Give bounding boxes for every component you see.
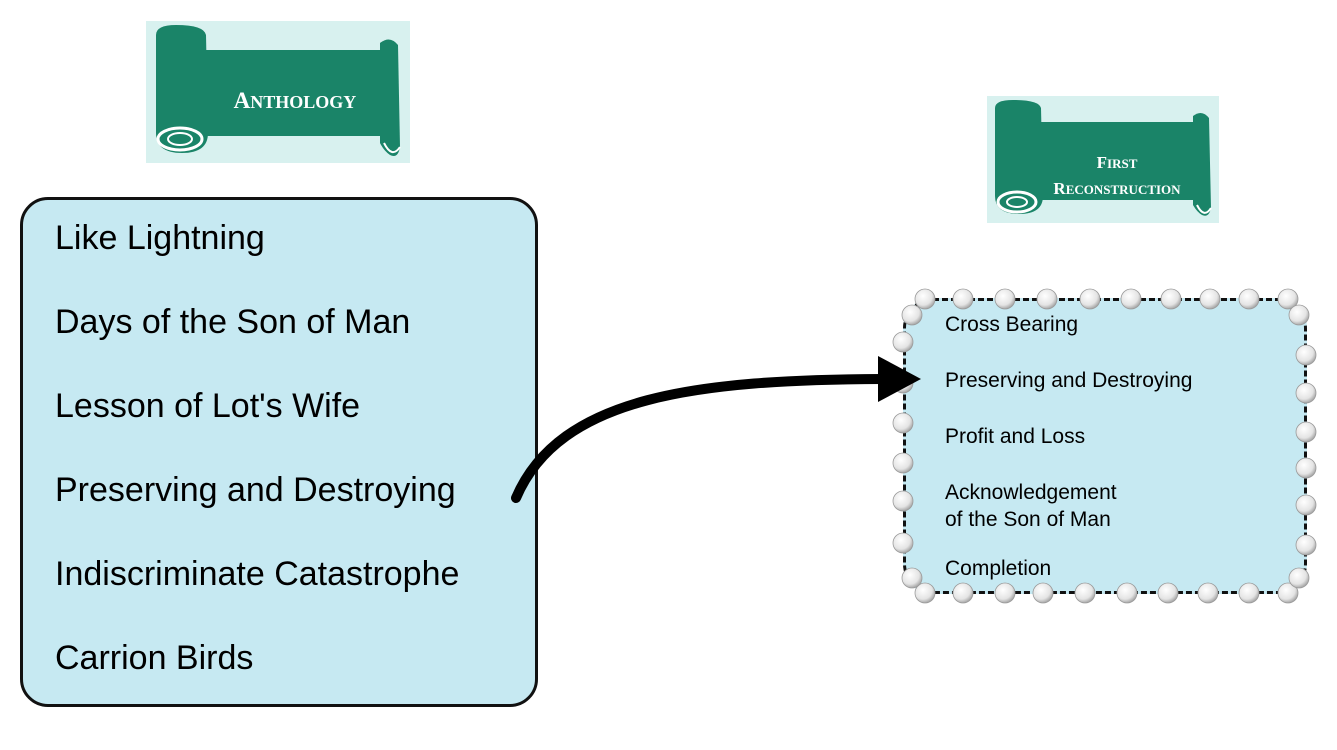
pearl-bead: [901, 304, 923, 326]
pearl-bead: [1116, 582, 1138, 604]
first-reconstruction-title-line1: FIRST: [1097, 153, 1138, 172]
pearl-bead: [1277, 288, 1299, 310]
pearl-bead: [1295, 534, 1317, 556]
pearl-bead: [952, 582, 974, 604]
arrow-shaft: [511, 374, 887, 503]
pearl-bead: [1238, 582, 1260, 604]
pearl-bead: [1157, 582, 1179, 604]
anthology-item-carrion-birds: Carrion Birds: [55, 639, 254, 677]
pearl-bead: [1295, 457, 1317, 479]
anthology-item-indiscriminate-catastrophe: Indiscriminate Catastrophe: [55, 555, 460, 593]
first-reconstruction-title-line2: RECONSTRUCTION: [1053, 179, 1181, 198]
pearl-bead: [914, 288, 936, 310]
pearl-bead: [1295, 382, 1317, 404]
pearl-bead: [892, 532, 914, 554]
reconstruction-item-acknowledgement-line1: Acknowledgement: [945, 481, 1117, 504]
pearl-bead: [1160, 288, 1182, 310]
pearl-bead: [1288, 567, 1310, 589]
pearl-bead: [901, 567, 923, 589]
pearl-bead: [1295, 494, 1317, 516]
pearl-bead: [892, 452, 914, 474]
pearl-bead: [1295, 421, 1317, 443]
pearl-bead: [1032, 582, 1054, 604]
pearl-bead: [1074, 582, 1096, 604]
pearl-bead: [1197, 582, 1219, 604]
reconstruction-item-cross-bearing: Cross Bearing: [945, 313, 1079, 336]
pearl-bead: [1277, 582, 1299, 604]
pearl-bead: [1079, 288, 1101, 310]
reconstruction-item-profit-and-loss: Profit and Loss: [945, 425, 1086, 448]
anthology-box: [20, 197, 538, 707]
reconstruction-item-completion: Completion: [945, 557, 1052, 580]
pearl-bead: [892, 331, 914, 353]
anthology-scroll-banner: ANTHOLOGY: [146, 21, 410, 163]
pearl-bead: [1199, 288, 1221, 310]
anthology-title: ANTHOLOGY: [234, 88, 357, 113]
reconstruction-item-preserving-and-destroying: Preserving and Destroying: [945, 369, 1193, 392]
pearl-bead: [1036, 288, 1058, 310]
anthology-item-like-lightning: Like Lightning: [55, 219, 265, 257]
pearl-bead: [1295, 344, 1317, 366]
scroll-icon: FIRST RECONSTRUCTION: [995, 100, 1212, 216]
reconstruction-item-acknowledgement-line2: of the Son of Man: [945, 508, 1111, 531]
anthology-item-days-of-son-of-man: Days of the Son of Man: [55, 303, 411, 341]
anthology-item-lesson-of-lots-wife: Lesson of Lot's Wife: [55, 387, 361, 425]
pearl-bead: [1288, 304, 1310, 326]
pearl-bead: [994, 582, 1016, 604]
pearl-bead: [1120, 288, 1142, 310]
arrow-head-icon: [878, 356, 921, 402]
pearl-bead: [994, 288, 1016, 310]
pearl-bead: [892, 412, 914, 434]
pearl-bead: [952, 288, 974, 310]
reconstruction-item-acknowledgement: Acknowledgement of the Son of Man: [945, 479, 1117, 533]
pearl-bead: [1238, 288, 1260, 310]
pearl-bead: [914, 582, 936, 604]
anthology-item-preserving-and-destroying: Preserving and Destroying: [55, 471, 456, 509]
first-reconstruction-scroll-banner: FIRST RECONSTRUCTION: [987, 96, 1219, 223]
scroll-icon: ANTHOLOGY: [156, 25, 401, 156]
first-reconstruction-box: [903, 298, 1307, 594]
pearl-bead: [892, 490, 914, 512]
